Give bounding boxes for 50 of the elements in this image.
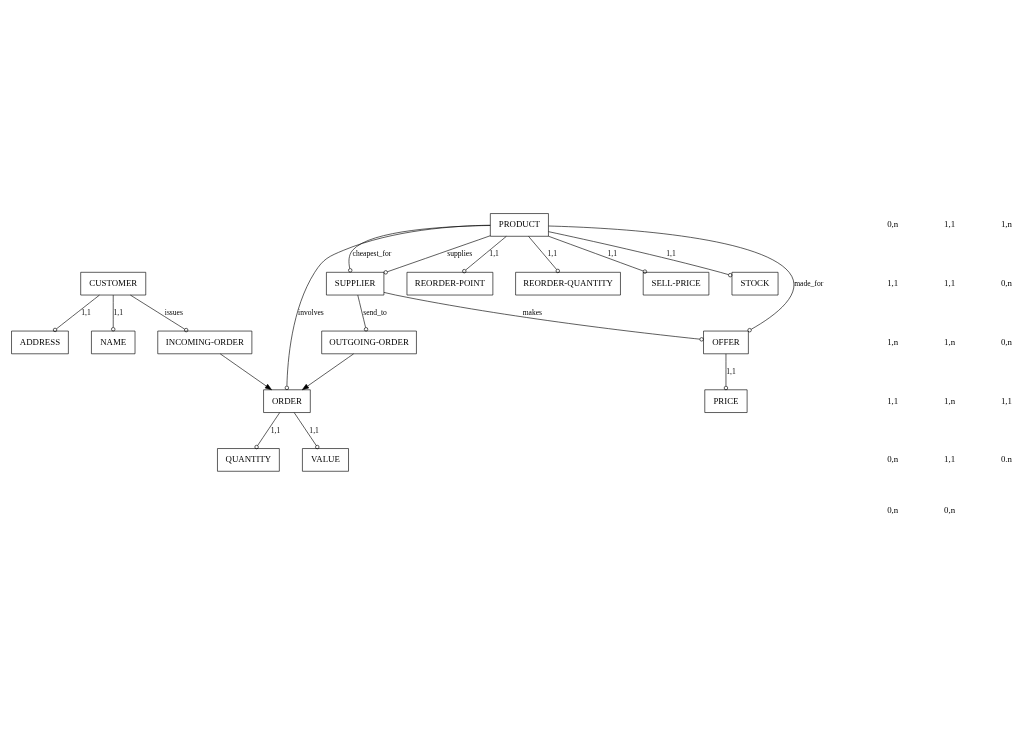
connector	[293, 412, 319, 450]
connector	[383, 292, 704, 342]
label: 0,n	[943, 505, 955, 516]
label: 1,n	[943, 395, 955, 406]
node-box: OUTGOING-ORDER	[320, 330, 417, 355]
label: 1,n	[943, 336, 955, 347]
label: 1,n	[1000, 219, 1012, 230]
label: 0,n	[1000, 336, 1012, 347]
connector	[254, 412, 280, 450]
node-box: ADDRESS	[10, 330, 69, 355]
label: 0,n	[1000, 278, 1012, 289]
node-box: PRODUCT	[489, 213, 549, 237]
connector	[547, 225, 794, 333]
connector	[110, 294, 115, 332]
node-box: OFFER	[702, 330, 749, 355]
node-box: QUANTITY	[216, 448, 280, 472]
label: 1,1	[1000, 395, 1012, 406]
node-box: SELL-PRICE	[642, 272, 709, 296]
label: 0,n	[886, 219, 898, 230]
connector	[284, 224, 491, 390]
label: 1,1	[886, 395, 898, 406]
label: 1,1	[943, 278, 955, 289]
label: 0,n	[886, 505, 898, 516]
arrow	[219, 353, 272, 391]
label: 1,1	[943, 454, 955, 465]
node-box: REORDER-POINT	[406, 272, 493, 296]
label: 1,1	[943, 219, 955, 230]
connector	[547, 235, 647, 274]
node-box: ORDER	[262, 389, 311, 413]
node-box: PRICE	[703, 389, 747, 413]
node-box: VALUE	[301, 448, 349, 472]
connector	[52, 294, 100, 332]
label: 0.n	[1000, 454, 1012, 465]
label: 0,n	[886, 454, 898, 465]
connector	[547, 231, 732, 278]
connector	[356, 294, 368, 332]
node-box: SUPPLIER	[325, 272, 384, 296]
node-box: STOCK	[731, 272, 778, 296]
label: 1,1	[886, 278, 898, 289]
connector	[527, 236, 560, 273]
arrow	[301, 353, 354, 391]
connector	[723, 353, 728, 391]
connector	[347, 225, 490, 273]
connector	[383, 235, 491, 275]
connector	[461, 236, 507, 274]
label: 1,n	[886, 336, 898, 347]
node-box: CUSTOMER	[79, 272, 146, 296]
connector	[129, 294, 188, 333]
node-box: REORDER-QUANTITY	[514, 272, 621, 296]
node-box: NAME	[90, 330, 135, 355]
